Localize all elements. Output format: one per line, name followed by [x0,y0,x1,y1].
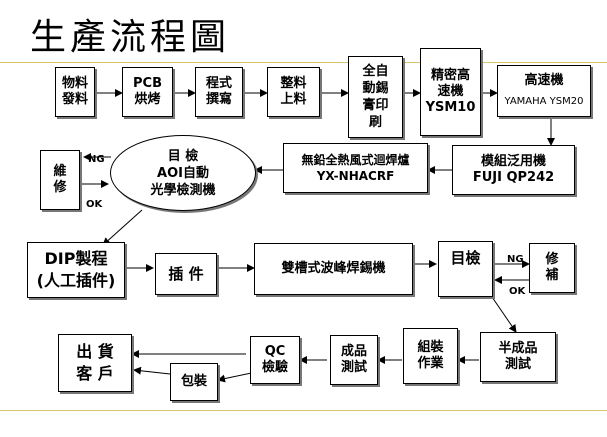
reflow-oven-box: 無鉛全熱風式迴焊爐 YX-NHACRF [283,143,428,193]
qp242-box: 模組泛用機 FUJI QP242 [452,145,575,195]
ok-label-2: OK [509,286,526,297]
bottom-divider [0,410,607,411]
visual-inspect-box: 目檢 [438,241,493,297]
assembly-box: 組裝 作業 [403,328,458,384]
packing-box: 包裝 [170,363,218,401]
ysm20-box: 高速機 YAMAHA YSM20 [497,65,591,117]
semi-product-test-box: 半成品 測試 [480,332,556,382]
ok-label-1: OK [86,199,103,210]
final-test-box: 成品 測試 [330,335,378,385]
ng-label-1: NG [88,154,105,165]
repair-box-2: 修 補 [529,243,575,293]
page-title: 生產流程圖 [30,17,231,58]
insert-box: 插 件 [155,253,217,295]
ng-label-2: NG [507,254,524,265]
dip-process-box: DIP製程 (人工插件) [27,242,125,298]
repair-box-1: 維 修 [40,150,80,210]
title-divider [0,62,607,63]
material-loading-box: 整料 上料 [267,67,320,117]
qc-box: QC 檢驗 [250,336,300,384]
solder-paste-print-box: 全自 動錫 膏印 刷 [348,56,403,138]
ysm20-title: 高速機 [524,73,564,88]
shipping-box: 出 貨 客 戶 [58,334,132,392]
pcb-baking-box: PCB 烘烤 [122,67,173,117]
ysm20-model: YAMAHA YSM20 [504,96,584,107]
program-box: 程式 撰寫 [195,67,243,117]
materials-box: 物料 發料 [55,67,95,117]
wave-solder-box: 雙槽式波峰焊錫機 [254,243,413,295]
ysm10-box: 精密高 速機 YSM10 [420,48,481,136]
aoi-inspection-ellipse: 目 檢 AOI自動 光學檢測機 [110,135,256,211]
